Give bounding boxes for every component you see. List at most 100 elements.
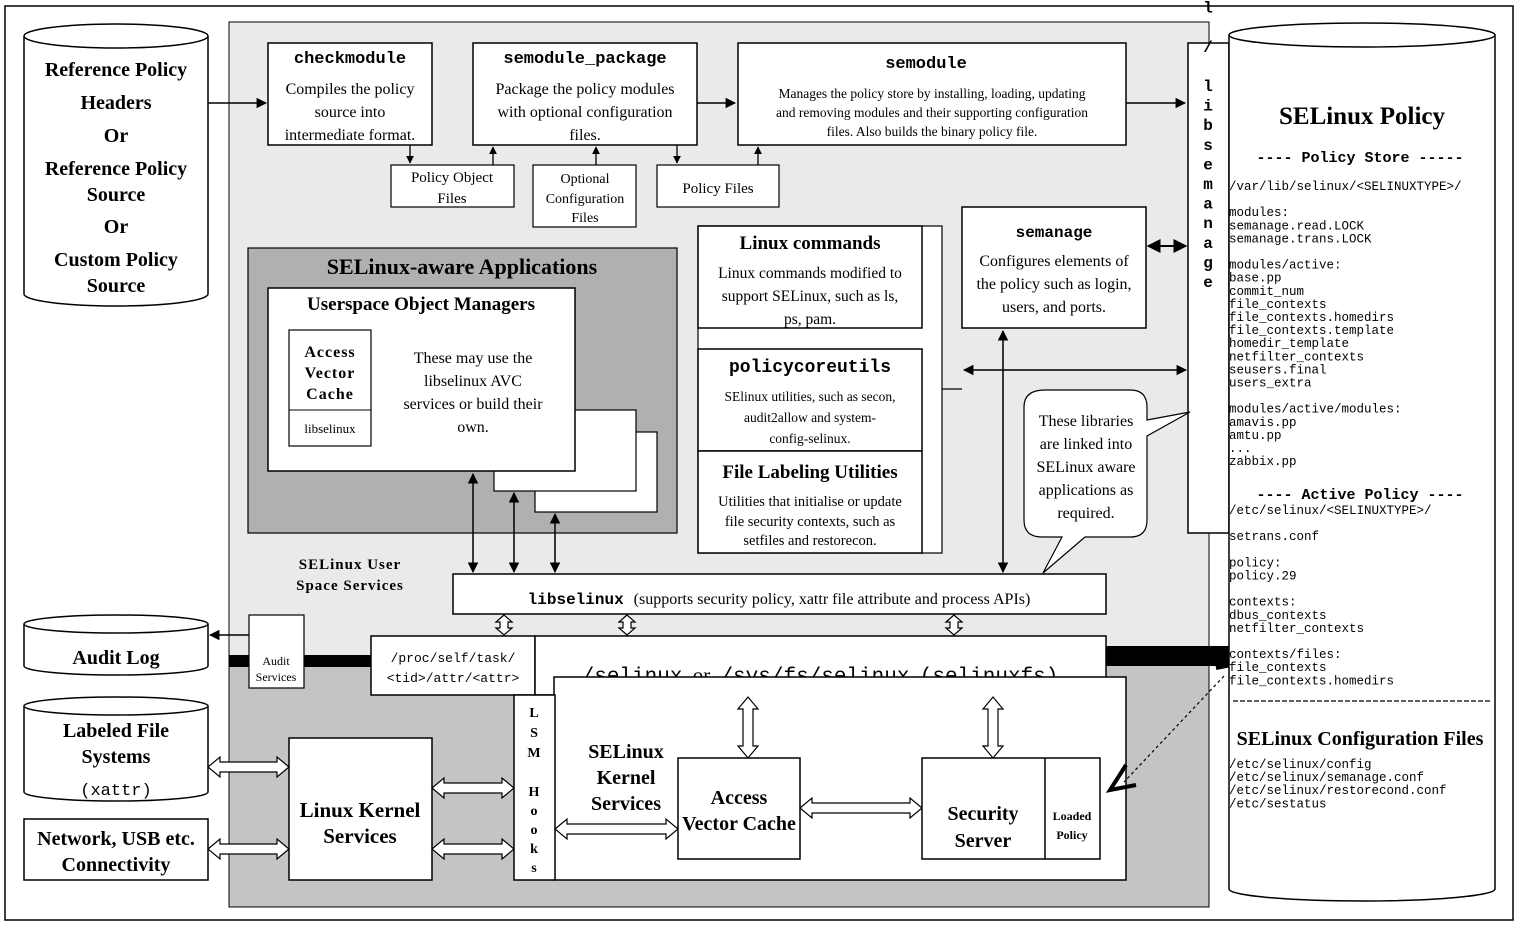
policy-store-heading: ---- Policy Store -----: [1256, 150, 1463, 167]
hollow-arrows-libselinux-selinuxfs: [494, 614, 964, 636]
app-desc-line-2: services or build their: [403, 396, 543, 413]
policycoreutils-box: policycoreutils SElinux utilities, such …: [697, 348, 923, 452]
app-desc-line-3: own.: [457, 419, 489, 436]
active-lines-line: netfilter_contexts: [1229, 622, 1364, 636]
hooks-letter-4: s: [531, 861, 537, 876]
loaded-policy-line-0: Loaded: [1053, 809, 1092, 823]
optional-config-line-2: Files: [571, 211, 598, 226]
loaded-policy-line-1: Policy: [1056, 828, 1087, 842]
policycoreutils-desc-2: config-selinux.: [769, 431, 850, 446]
linux-commands-desc-2: ps, pam.: [784, 311, 836, 328]
active-lines-line: contexts:: [1229, 596, 1297, 610]
active-lines-line: /etc/selinux/<SELINUXTYPE>/: [1229, 504, 1432, 518]
semodule-package-desc-2: files.: [569, 127, 601, 144]
ref-policy-line-7: Source: [87, 275, 146, 297]
policy-object-files-line-0: Policy Object: [411, 170, 494, 186]
store-lines-line: semanage.read.LOCK: [1229, 219, 1365, 233]
security-server-line-1: Server: [955, 830, 1012, 852]
kernel-boundary-right: [1106, 646, 1209, 666]
lsm-letter-2: M: [527, 746, 540, 761]
store-lines-line: users_extra: [1229, 377, 1312, 391]
arrowhead-to-loaded-policy: [1105, 763, 1137, 793]
labeled-fs-xattr: (xattr): [80, 782, 151, 801]
libselinux-bar-desc: (supports security policy, xattr file at…: [634, 591, 1031, 608]
config-lines-line: /etc/selinux/restorecond.conf: [1229, 784, 1447, 798]
active-lines-line: file_contexts: [1229, 661, 1327, 675]
semodule-package-title: semodule_package: [503, 50, 666, 69]
semodule-package-desc-0: Package the policy modules: [495, 81, 674, 98]
audit-services-line-0: Audit: [262, 654, 290, 668]
linux-commands-title: Linux commands: [740, 233, 881, 254]
audit-services-box: Audit Services: [248, 614, 305, 689]
semanage-desc-2: users, and ports.: [1002, 299, 1106, 316]
ref-policy-line-6: Custom Policy: [54, 249, 178, 271]
policy-object-files-line-1: Files: [437, 191, 466, 207]
semodule-box: semodule Manages the policy store by ins…: [737, 42, 1127, 146]
semanage-box: semanage Configures elements of the poli…: [961, 206, 1147, 329]
kernel-boundary-far-right: [1209, 646, 1231, 666]
store-lines-line: file_contexts.homedirs: [1229, 311, 1394, 325]
store-lines-line: base.pp: [1229, 272, 1282, 286]
ref-policy-line-4: Source: [87, 184, 146, 206]
active-lines-line: dbus_contexts: [1229, 609, 1327, 623]
checkmodule-box: checkmodule Compiles the policy source i…: [267, 42, 433, 146]
semodule-package-box: semodule_package Package the policy modu…: [472, 42, 698, 146]
audit-services-line-1: Services: [256, 670, 297, 684]
store-lines-line: homedir_template: [1229, 337, 1349, 351]
kernel-avc-box: Access Vector Cache: [677, 757, 801, 860]
labeled-fs-line-1: Systems: [82, 746, 151, 768]
policycoreutils-desc-0: SElinux utilities, such as secon,: [725, 389, 896, 404]
app-avc-line-1: Vector: [305, 365, 356, 382]
hooks-letter-2: o: [531, 823, 538, 838]
store-lines-line: netfilter_contexts: [1229, 350, 1364, 364]
userspace-object-managers-title: Userspace Object Managers: [307, 294, 535, 315]
ref-policy-line-0: Reference Policy: [45, 59, 187, 81]
semodule-desc-1: and removing modules and their supportin…: [776, 105, 1088, 120]
ref-policy-line-3: Reference Policy: [45, 158, 187, 180]
labeled-fs-line-0: Labeled File: [63, 720, 169, 742]
libselinux-bar: libselinux (supports security policy, xa…: [452, 573, 1107, 615]
optional-config-line-0: Optional: [561, 172, 610, 187]
libsepol-libsemanage-label: libsepol / libsemanage: [1199, 0, 1217, 294]
semodule-desc-0: Manages the policy store by installing, …: [778, 86, 1085, 101]
ref-policy-line-5: Or: [104, 216, 129, 238]
file-labeling-desc-1: file security contexts, such as: [725, 514, 896, 530]
selinux-kernel-line-2: Services: [591, 793, 661, 815]
file-labeling-desc-2: setfiles and restorecon.: [743, 533, 876, 549]
store-lines-line: amtu.pp: [1229, 429, 1282, 443]
active-lines-line: policy:: [1229, 556, 1282, 570]
kernel-services-line-0: Linux Kernel: [300, 798, 421, 822]
checkmodule-title: checkmodule: [294, 50, 406, 69]
active-policy-heading: ---- Active Policy ----: [1256, 487, 1463, 504]
audit-log-label: Audit Log: [72, 647, 159, 669]
network-line-1: Connectivity: [62, 854, 171, 876]
file-labeling-desc-0: Utilities that initialise or update: [718, 494, 902, 510]
store-lines-line: /var/lib/selinux/<SELINUXTYPE>/: [1229, 180, 1462, 194]
store-lines-line: amavis.pp: [1229, 416, 1297, 430]
store-lines-line: file_contexts.template: [1229, 324, 1394, 338]
linux-kernel-services-box: Linux Kernel Services: [288, 737, 433, 881]
reference-policy-cylinder: Reference Policy Headers Or Reference Po…: [23, 23, 209, 307]
lsm-letter-1: S: [530, 726, 538, 741]
callout-line-0: These libraries: [1039, 413, 1134, 430]
config-lines-line: /etc/sestatus: [1229, 797, 1327, 811]
callout-line-4: required.: [1057, 505, 1114, 522]
kernel-avc-line-1: Vector Cache: [682, 813, 796, 835]
semodule-package-desc-1: with optional configuration: [497, 104, 672, 121]
app-avc-box: [288, 329, 372, 447]
active-lines-line: file_contexts.homedirs: [1229, 674, 1394, 688]
proc-attr-line-1: <tid>/attr/<attr>: [387, 671, 520, 686]
semodule-title: semodule: [885, 55, 967, 74]
libselinux-bar-name: libselinux: [528, 591, 624, 609]
proc-attr-line-0: /proc/self/task/: [391, 651, 516, 666]
semanage-desc-0: Configures elements of: [979, 253, 1129, 270]
config-files-heading: SELinux Configuration Files: [1237, 728, 1484, 750]
checkmodule-desc-1: source into: [315, 104, 386, 121]
store-lines-line: seusers.final: [1229, 363, 1327, 377]
security-server-box: Security Server Loaded Policy: [921, 757, 1101, 860]
store-lines-line: modules/active:: [1229, 259, 1342, 273]
hooks-letter-0: H: [529, 785, 540, 800]
lsm-hooks-box: L S M H o o k s: [513, 694, 556, 881]
active-policy-lines: /etc/selinux/<SELINUXTYPE>/setrans.confp…: [1229, 504, 1432, 688]
selinux-policy-title: SELinux Policy: [1279, 103, 1446, 130]
